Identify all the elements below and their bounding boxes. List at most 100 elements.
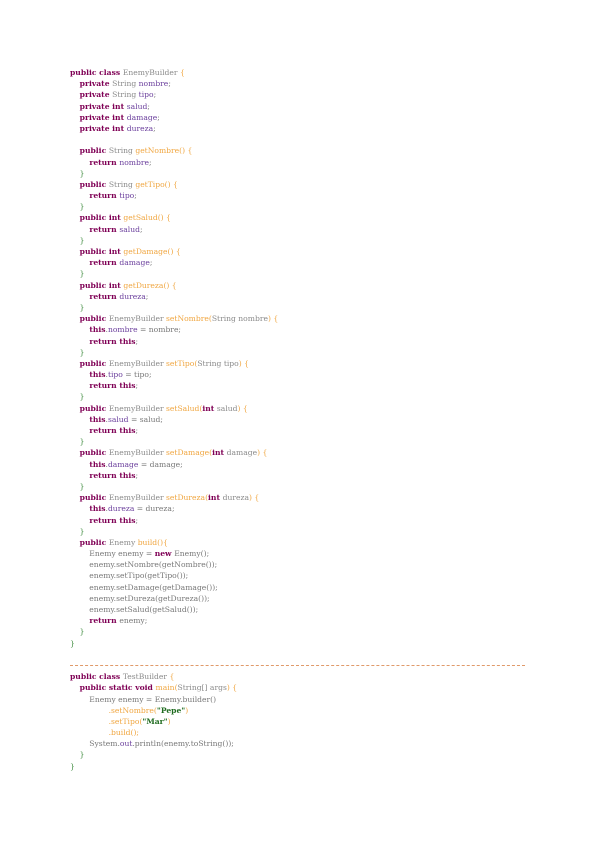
code-token: return this <box>89 426 136 435</box>
code-line: return enemy; <box>70 615 570 626</box>
code-line: return this; <box>70 336 570 347</box>
code-token <box>70 415 89 424</box>
code-line: } <box>70 481 570 492</box>
code-line: private int salud; <box>70 101 570 112</box>
code-token <box>70 392 80 401</box>
code-token: { <box>169 672 175 682</box>
code-token: ; <box>153 123 156 133</box>
code-line: private int damage; <box>70 112 570 123</box>
code-token: } <box>70 638 75 648</box>
code-line: public int getDamage() { <box>70 246 570 257</box>
code-token: String <box>112 90 139 100</box>
code-line: } <box>70 302 570 313</box>
code-token: Enemy enemy = Enemy.builder() <box>70 694 217 704</box>
code-token: "Mar" <box>142 716 168 726</box>
code-token: ; <box>147 101 150 111</box>
code-listing: public class EnemyBuilder { private Stri… <box>70 67 570 772</box>
code-token: } <box>79 481 85 491</box>
code-line: public class TestBuilder { <box>70 671 570 682</box>
code-line: enemy.setDureza(getDureza()); <box>70 593 570 604</box>
code-token <box>70 404 80 413</box>
code-line: public String getTipo() { <box>70 179 570 190</box>
code-line: public int getDureza() { <box>70 280 570 291</box>
code-token <box>70 471 89 480</box>
code-token <box>70 213 80 222</box>
code-token: build(){ <box>137 537 168 547</box>
code-token: = dureza; <box>134 504 175 514</box>
code-token: } <box>79 269 85 279</box>
code-token <box>70 325 89 334</box>
code-token: dureza <box>119 291 146 301</box>
code-token: TestBuilder <box>122 672 170 682</box>
code-token: public static void <box>79 683 156 693</box>
section-separator <box>70 660 570 671</box>
code-token: private int <box>79 123 127 133</box>
code-token <box>70 683 80 692</box>
code-token <box>70 627 80 636</box>
code-token: private int <box>79 101 127 111</box>
code-token <box>70 90 80 99</box>
code-line: } <box>70 626 570 637</box>
code-token: private <box>79 79 113 89</box>
code-token: String tipo <box>197 358 239 368</box>
code-line: return this; <box>70 425 570 436</box>
code-line: enemy.setSalud(getSalud()); <box>70 604 570 615</box>
code-token: enemy.setDureza(getDureza()); <box>70 593 210 603</box>
code-token <box>70 169 80 178</box>
code-line: public EnemyBuilder setTipo(String tipo)… <box>70 358 570 369</box>
code-token <box>70 247 80 256</box>
code-token: public <box>79 537 109 547</box>
code-token: ) <box>185 705 189 715</box>
code-token: ; <box>145 291 149 301</box>
code-token: return <box>89 157 120 167</box>
code-token <box>70 381 89 390</box>
code-token <box>70 337 89 346</box>
code-line: return salud; <box>70 224 570 235</box>
code-token <box>70 493 80 502</box>
code-line: public int getSalud() { <box>70 212 570 223</box>
code-token: out <box>119 739 133 749</box>
code-token: private <box>79 90 113 100</box>
code-token: enemy.setSalud(getSalud()); <box>70 605 199 614</box>
code-token: getTipo() { <box>135 179 178 189</box>
code-token: String <box>108 146 136 156</box>
code-token: ; <box>153 90 157 100</box>
code-token <box>70 124 80 133</box>
code-token: ; <box>149 157 152 167</box>
code-token <box>70 717 109 726</box>
code-token <box>70 706 109 715</box>
code-line: System.out.println(enemy.toString()); <box>70 738 570 749</box>
code-token: . <box>105 325 108 335</box>
code-token: ) { <box>238 358 249 368</box>
code-token: ) { <box>267 314 279 324</box>
code-token: return this <box>89 381 136 391</box>
code-line: public EnemyBuilder setSalud(int salud) … <box>70 403 570 414</box>
code-token <box>70 516 89 525</box>
code-token: salud <box>126 101 148 111</box>
code-token: = salud; <box>128 414 163 424</box>
code-token: return <box>89 258 120 268</box>
code-token: public <box>79 179 109 189</box>
code-line: } <box>70 391 570 402</box>
code-token <box>70 191 89 200</box>
code-token <box>70 202 80 211</box>
code-token <box>70 102 80 111</box>
code-token <box>70 527 80 536</box>
code-token: this <box>89 370 106 380</box>
code-token: } <box>79 750 85 760</box>
code-token: damage <box>226 448 258 458</box>
code-token <box>70 616 89 625</box>
code-token: ; <box>149 258 153 268</box>
code-token <box>70 258 89 267</box>
code-token: int <box>208 493 223 503</box>
code-token <box>70 225 89 234</box>
code-token: ; <box>134 191 137 201</box>
code-token: EnemyBuilder <box>108 403 166 413</box>
code-token: setSalud( <box>166 403 203 413</box>
code-line: } <box>70 526 570 537</box>
code-token: String <box>112 79 139 89</box>
code-line: public String getNombre() { <box>70 145 570 156</box>
code-token: . <box>105 504 108 514</box>
code-token: ) { <box>257 448 268 458</box>
code-token: nombre <box>138 79 169 89</box>
